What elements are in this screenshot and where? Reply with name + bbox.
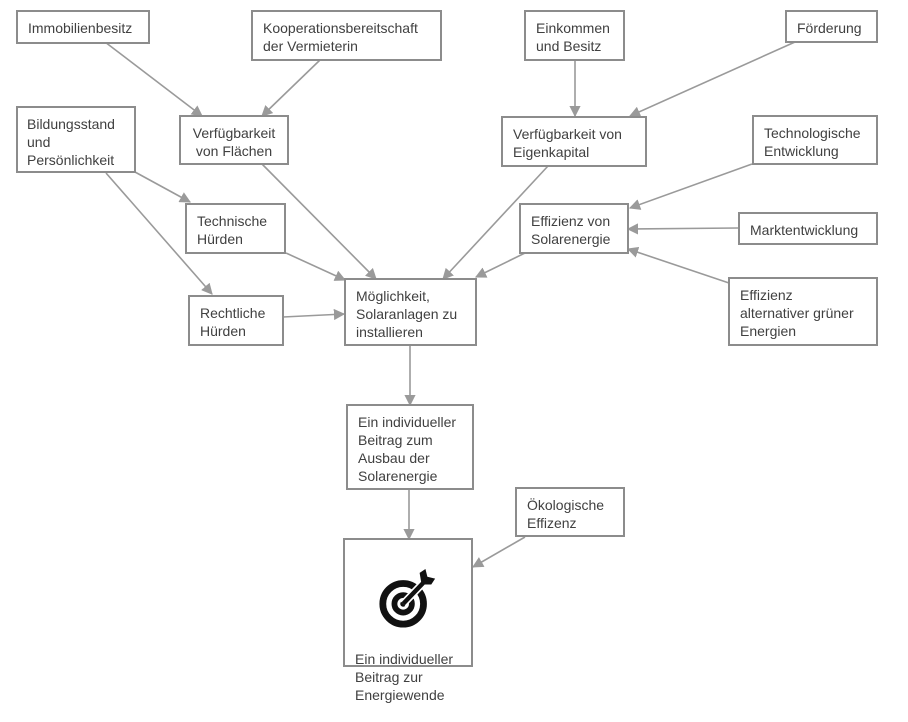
node-label: Förderung — [797, 20, 862, 36]
node-label: Rechtliche Hürden — [200, 305, 266, 339]
node-label: Effizienz alternativer grüner Energien — [740, 287, 854, 339]
node-label: Verfügbarkeit von Flächen — [192, 125, 276, 159]
node-immobilienbesitz[interactable]: Immobilienbesitz — [16, 10, 150, 44]
node-label: Möglichkeit, Solaranlagen zu installiere… — [356, 288, 458, 340]
node-label: Bildungsstand und Persönlichkeit — [27, 116, 115, 168]
edge-immobilienbesitz-flaechen — [104, 41, 203, 117]
node-beitrag-solarenergie[interactable]: Ein individueller Beitrag zum Ausbau der… — [346, 404, 474, 490]
node-verfuegbarkeit-eigenkapital[interactable]: Verfügbarkeit von Eigenkapital — [501, 116, 647, 167]
edge-rechtliche-huerden-moeglichkeit — [282, 308, 346, 321]
edge-effizienz-solar-moeglichkeit — [474, 252, 526, 278]
node-marktentwicklung[interactable]: Marktentwicklung — [738, 212, 878, 245]
edge-foerderung-eigenkapital — [628, 41, 796, 117]
node-label: Immobilienbesitz — [28, 20, 133, 36]
node-label: Ein individueller Beitrag zur Energiewen… — [355, 651, 454, 703]
node-bildungsstand[interactable]: Bildungsstand und Persönlichkeit — [16, 106, 136, 173]
edge-effizienz-alternativ-effizienz-solar — [626, 246, 730, 284]
node-foerderung[interactable]: Förderung — [785, 10, 878, 43]
node-oekologische-effizienz[interactable]: Ökologische Effizenz — [515, 487, 625, 537]
node-effizienz-solarenergie[interactable]: Effizienz von Solarenergie — [519, 203, 629, 254]
edge-oekologisch-beitrag-energiewende — [472, 536, 526, 568]
node-label: Einkommen und Besitz — [536, 20, 610, 54]
node-moeglichkeit-solaranlagen[interactable]: Möglichkeit, Solaranlagen zu installiere… — [344, 278, 477, 346]
node-label: Ein individueller Beitrag zum Ausbau der… — [358, 414, 457, 484]
node-label: Marktentwicklung — [750, 222, 859, 238]
node-effizienz-alternativer-energien[interactable]: Effizienz alternativer grüner Energien — [728, 277, 878, 346]
edge-flaechen-moeglichkeit — [261, 163, 377, 280]
node-label: Verfügbarkeit von Eigenkapital — [513, 126, 622, 160]
edge-marktentwicklung-effizienz-solar — [626, 223, 739, 235]
target-with-arrow-icon — [379, 568, 436, 628]
node-label: Technologische Entwicklung — [764, 125, 861, 159]
node-rechtliche-huerden[interactable]: Rechtliche Hürden — [188, 295, 284, 346]
node-label: Technische Hürden — [197, 213, 268, 247]
edge-bildung-technische-huerden — [134, 171, 191, 203]
node-beitrag-energiewende[interactable]: Ein individueller Beitrag zur Energiewen… — [343, 538, 473, 703]
node-label: Ökologische Effizenz — [527, 497, 605, 531]
node-label: Effizienz von Solarenergie — [531, 213, 611, 247]
edge-bildung-rechtliche-huerden — [105, 172, 213, 295]
node-verfuegbarkeit-flaechen[interactable]: Verfügbarkeit von Flächen — [179, 115, 289, 165]
edge-eigenkapital-moeglichkeit — [442, 165, 549, 280]
edge-technologie-effizienz-solar — [628, 163, 753, 210]
edges-layer — [104, 41, 796, 568]
node-technische-huerden[interactable]: Technische Hürden — [185, 203, 286, 254]
node-einkommen[interactable]: Einkommen und Besitz — [524, 10, 625, 61]
node-kooperationsbereitschaft[interactable]: Kooperationsbereitschaft der Vermieterin — [251, 10, 442, 61]
edge-kooperation-flaechen — [261, 59, 321, 117]
node-label: Kooperationsbereitschaft der Vermieterin — [263, 20, 418, 54]
node-technologische-entwicklung[interactable]: Technologische Entwicklung — [752, 115, 878, 165]
edge-technische-huerden-moeglichkeit — [285, 252, 347, 281]
